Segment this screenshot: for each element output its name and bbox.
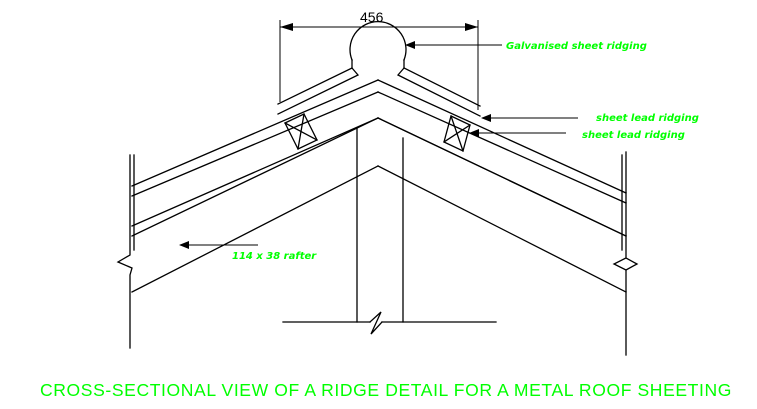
label-lead-ridging-upper: sheet lead ridging xyxy=(596,113,699,124)
rafter-left-bottom xyxy=(131,165,379,293)
king-post xyxy=(356,127,404,323)
label-rafter: 114 x 38 rafter xyxy=(232,251,317,262)
dimension-arrow-left xyxy=(280,23,293,31)
drawing-title: CROSS-SECTIONAL VIEW OF A RIDGE DETAIL F… xyxy=(40,380,732,400)
leaders xyxy=(179,41,578,249)
tie-beam xyxy=(282,311,497,335)
purlin-left-bottom xyxy=(131,117,379,227)
wall-right-break xyxy=(612,151,639,271)
dimension-group: 456 xyxy=(279,9,479,110)
tie-beam-break xyxy=(369,311,383,335)
rafter-left-top xyxy=(131,117,379,237)
ridging-flanges xyxy=(277,67,481,117)
dimension-arrow-right xyxy=(465,23,478,31)
purlin-block-left xyxy=(284,113,318,150)
label-galvanised-ridging: Galvanised sheet ridging xyxy=(506,41,647,52)
sheet-right-top xyxy=(377,79,627,194)
walls xyxy=(116,151,639,356)
rafter-right-top xyxy=(377,117,627,237)
ridging-flange-right xyxy=(396,67,481,117)
label-lead-ridging-lower: sheet lead ridging xyxy=(582,130,685,141)
rafters xyxy=(131,117,627,293)
ridge-roll xyxy=(349,21,407,69)
roof-sheeting xyxy=(131,79,627,237)
ridging-flange-left xyxy=(277,67,360,115)
purlin-block-right xyxy=(443,115,471,152)
wall-left-outer xyxy=(116,154,133,349)
rafter-right-bottom xyxy=(377,165,627,293)
sheet-left-top xyxy=(131,79,379,187)
